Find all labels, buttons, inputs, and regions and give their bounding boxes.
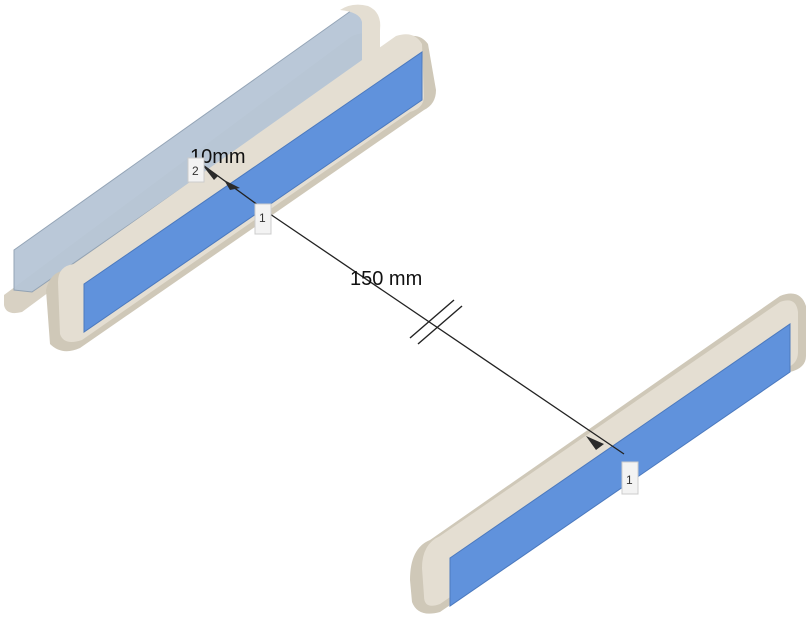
point-tag-2-label: 2 [192, 164, 199, 178]
point-tag-1-lower[interactable]: 1 [621, 461, 639, 495]
distance-dimension-line [269, 213, 625, 455]
distance-arrow-head [586, 436, 604, 450]
distance-dimension[interactable]: 150 mm [269, 213, 625, 455]
point-tag-1-upper[interactable]: 1 [254, 203, 272, 235]
point-tag-1-upper-label: 1 [259, 211, 266, 225]
break-mark-1 [409, 299, 455, 339]
point-tag-2[interactable]: 2 [187, 157, 205, 183]
offset-arrow-tail [224, 180, 240, 190]
distance-dimension-label[interactable]: 150 mm [350, 268, 422, 290]
break-mark-2 [417, 305, 463, 345]
point-tag-1-lower-label: 1 [626, 473, 633, 487]
pad-lower[interactable] [410, 293, 806, 614]
